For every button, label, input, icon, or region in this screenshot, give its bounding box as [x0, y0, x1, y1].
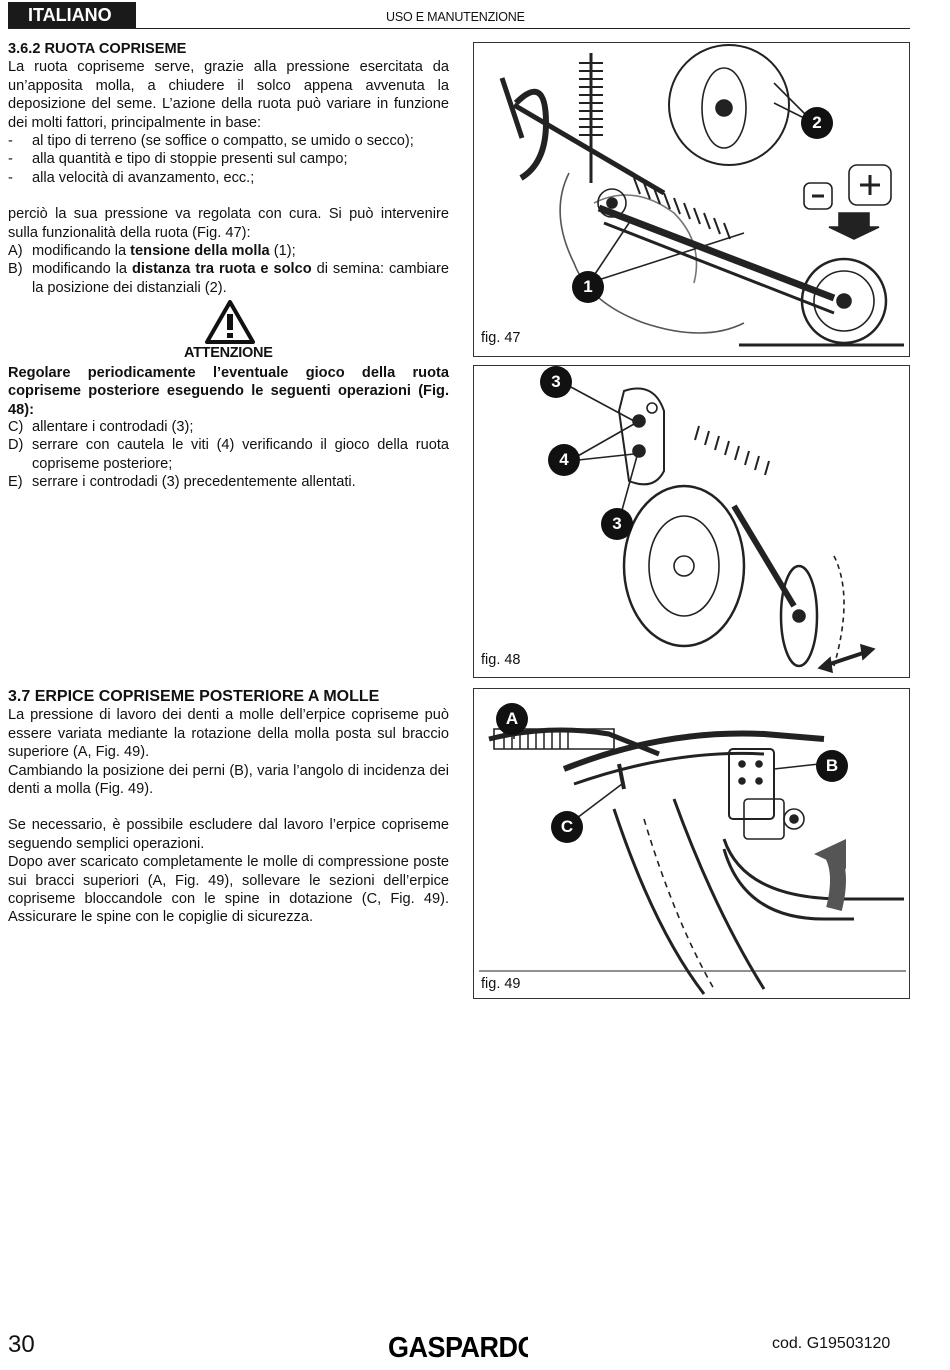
section-362-intro: La ruota copriseme serve, grazie alla pr… — [8, 59, 449, 131]
header-rule — [8, 28, 910, 29]
warning-text: Regolare periodicamente l’eventuale gioc… — [8, 365, 449, 418]
option-item: A)modificando la tensione della molla (1… — [8, 243, 296, 260]
section-362-title: 3.6.2 RUOTA COPRISEME — [8, 41, 187, 57]
callout-b: B — [816, 750, 848, 782]
callout-2: 2 — [801, 107, 833, 139]
section-37-p4: Dopo aver scaricato completamente le mol… — [8, 854, 449, 926]
document-code: cod. G19503120 — [772, 1335, 891, 1352]
brand-text: GASPARDO — [388, 1333, 528, 1359]
step-item: D)serrare con cautela le viti (4) verifi… — [8, 437, 449, 472]
option-item: B)modificando la distanza tra ruota e so… — [8, 261, 449, 296]
section-37-p3: Se necessario, è possibile escludere dal… — [8, 817, 449, 852]
figure-48: 3 4 3 — [473, 365, 910, 678]
section-37: 3.7 ERPICE COPRISEME POSTERIORE A MOLLE … — [8, 688, 449, 927]
warning-triangle-icon — [205, 300, 255, 344]
factor-item: -al tipo di terreno (se soffice o compat… — [8, 133, 414, 150]
callout-3: 3 — [540, 366, 572, 398]
section-362: 3.6.2 RUOTA COPRISEME La ruota copriseme… — [8, 40, 449, 297]
warning-title: ATTENZIONE — [184, 345, 273, 361]
factor-item: -alla velocità di avanzamento, ecc.; — [8, 169, 255, 186]
warning-block: ATTENZIONE Regolare periodicamente l’eve… — [8, 300, 449, 418]
coverage-wheel-spring-illustration — [499, 44, 904, 347]
callout-4: 4 — [548, 444, 580, 476]
figure-47-caption: fig. 47 — [481, 330, 521, 346]
warning-steps: C)allentare i controdadi (3); D)serrare … — [8, 418, 449, 492]
callout-3-lower: 3 — [601, 508, 633, 540]
callout-c: C — [551, 811, 583, 843]
step-item: C)allentare i controdadi (3); — [8, 419, 194, 435]
section-37-p2: Cambiando la posizione dei perni (B), va… — [8, 762, 449, 798]
factor-item: -alla quantità e tipo di stoppie present… — [8, 151, 348, 168]
page-number: 30 — [8, 1331, 35, 1358]
figure-49-caption: fig. 49 — [481, 976, 521, 992]
figure-48-caption: fig. 48 — [481, 652, 521, 668]
section-37-title: 3.7 ERPICE COPRISEME POSTERIORE A MOLLE — [8, 688, 380, 705]
figure-49: A B C — [473, 688, 910, 999]
callout-1: 1 — [572, 271, 604, 303]
gaspardo-logo: GASPARDO — [388, 1333, 528, 1359]
language-tab: ITALIANO — [8, 2, 136, 28]
step-item: E)serrare i controdadi (3) precedentemen… — [8, 474, 356, 491]
callout-a: A — [496, 703, 528, 735]
section-362-regulation: perciò la sua pressione va regolata con … — [8, 206, 449, 241]
section-37-p1: La pressione di lavoro dei denti a molle… — [8, 707, 449, 761]
figure-47: 2 1 — [473, 42, 910, 357]
rear-wheel-play-illustration — [568, 385, 876, 674]
spring-harrow-illustration — [479, 724, 906, 995]
header-section-title: USO E MANUTENZIONE — [386, 10, 525, 24]
